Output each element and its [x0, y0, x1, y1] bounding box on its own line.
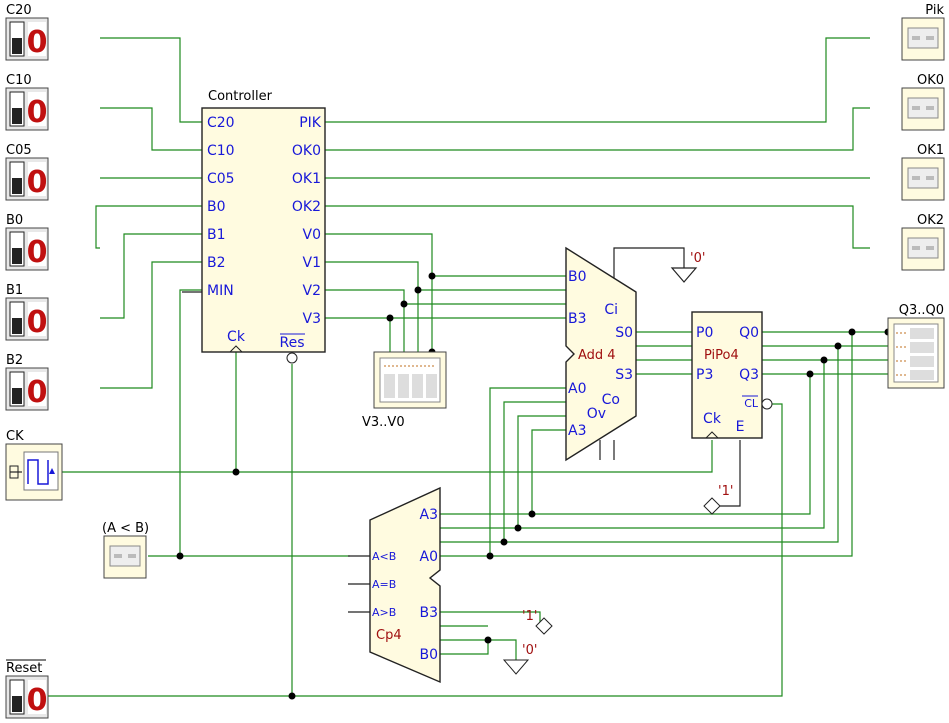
lamp-pik-label: Pik — [925, 3, 944, 18]
constant-one-comparator-label: '1' — [522, 609, 537, 624]
switch-b2-value: 0 — [27, 375, 48, 410]
comparator-pin-lt: A<B — [372, 550, 396, 563]
switch-b1-value: 0 — [27, 305, 48, 340]
clock-source[interactable]: CK — [5, 429, 63, 501]
adder-block: B0 B3 Ci S0 S3 Add 4 A0 A3 Co Ov — [565, 246, 637, 462]
adder-pin-s3: S3 — [615, 367, 633, 383]
adder-pin-ov: Ov — [587, 406, 606, 422]
constant-one-register: '1' — [703, 484, 733, 515]
controller-pin-pik: PIK — [299, 115, 322, 131]
controller-pin-ck: Ck — [227, 329, 246, 345]
display-v-bus: V3..V0 — [362, 351, 447, 430]
controller-pin-c10: C10 — [207, 143, 235, 159]
lamp-ok2-label: OK2 — [917, 213, 944, 228]
controller-block: Controller C20 C10 C05 B0 B1 B2 MIN PIK … — [201, 89, 326, 364]
register-pin-cl: CL — [744, 397, 759, 410]
controller-pin-v3: V3 — [303, 311, 321, 327]
constant-zero-adder: '0' — [690, 251, 705, 266]
adder-pin-a3: A3 — [568, 423, 586, 439]
register-pin-p0: P0 — [696, 325, 713, 341]
constant-zero-adder-label: '0' — [690, 251, 705, 266]
switch-b2[interactable]: B2 0 — [5, 353, 49, 411]
constant-one-register-label: '1' — [718, 484, 733, 499]
switch-c20[interactable]: C20 0 — [5, 3, 49, 61]
adder-pin-co: Co — [602, 392, 620, 408]
display-v-bus-label: V3..V0 — [362, 415, 405, 430]
register-pin-e: E — [736, 419, 745, 435]
lamp-ok0-label: OK0 — [917, 73, 944, 88]
wires — [48, 37, 890, 697]
controller-pin-v2: V2 — [303, 283, 321, 299]
lamp-pik: Pik — [901, 3, 945, 61]
register-pin-q3: Q3 — [739, 367, 759, 383]
comparator-block: A3 A0 A<B A=B A>B B3 B0 Cp4 — [369, 486, 441, 684]
lamp-ok2: OK2 — [901, 213, 945, 271]
switch-c20-value: 0 — [27, 25, 48, 60]
comparator-pin-gt: A>B — [372, 606, 396, 619]
controller-pin-v1: V1 — [303, 255, 321, 271]
comparator-pin-a3: A3 — [420, 507, 438, 523]
register-pin-ck: Ck — [703, 411, 722, 427]
lamp-a-lt-b: (A < B) — [102, 521, 149, 579]
display-q-bus: Q3..Q0 — [887, 303, 945, 389]
black-wires — [182, 247, 741, 613]
constant-one-comparator: '1' — [522, 609, 553, 635]
adder-pin-b0: B0 — [568, 269, 587, 285]
controller-pin-res: Res — [279, 335, 304, 351]
lamp-ok1: OK1 — [901, 143, 945, 201]
junction-dots — [176, 272, 892, 700]
controller-pin-c05: C05 — [207, 171, 235, 187]
adder-pin-a0: A0 — [568, 381, 586, 397]
adder-pin-s0: S0 — [615, 325, 633, 341]
clock-label: CK — [6, 429, 24, 444]
comparator-pin-b0: B0 — [419, 647, 438, 663]
adder-pin-ci: Ci — [604, 302, 618, 318]
switch-b1[interactable]: B1 0 — [5, 283, 49, 341]
comparator-pin-b3: B3 — [419, 605, 438, 621]
switch-b1-label: B1 — [6, 283, 23, 298]
adder-name: Add 4 — [578, 348, 616, 363]
controller-title: Controller — [208, 89, 273, 104]
controller-pin-b0: B0 — [207, 199, 226, 215]
constant-zero-comparator-label: '0' — [522, 643, 537, 658]
display-q-bus-label: Q3..Q0 — [899, 303, 944, 318]
adder-pin-b3: B3 — [568, 311, 587, 327]
switch-reset-value: 0 — [27, 683, 48, 718]
controller-pin-ok2: OK2 — [292, 199, 321, 215]
switch-b0-label: B0 — [6, 213, 23, 228]
constant-zero-comparator: '0' — [502, 643, 537, 675]
controller-pin-b2: B2 — [207, 255, 226, 271]
switch-reset[interactable]: Reset 0 — [5, 659, 49, 719]
controller-pin-b1: B1 — [207, 227, 226, 243]
reset-label: Reset — [6, 661, 42, 676]
register-name: PiPo4 — [704, 348, 739, 363]
controller-pin-ok0: OK0 — [292, 143, 321, 159]
switch-c20-label: C20 — [6, 3, 32, 18]
comparator-pin-a0: A0 — [420, 549, 438, 565]
switch-b0[interactable]: B0 0 — [5, 213, 49, 271]
register-pin-q0: Q0 — [739, 325, 759, 341]
switch-c05-label: C05 — [6, 143, 32, 158]
lamp-ok0: OK0 — [901, 73, 945, 131]
register-pin-p3: P3 — [696, 367, 713, 383]
controller-pin-v0: V0 — [303, 227, 321, 243]
register-block: P0 P3 Q0 Q3 PiPo4 CL Ck E — [691, 311, 773, 439]
comparator-pin-eq: A=B — [372, 578, 396, 591]
lamp-a-lt-b-label: (A < B) — [102, 521, 149, 536]
switch-c10-label: C10 — [6, 73, 32, 88]
controller-pin-min: MIN — [207, 283, 234, 299]
switch-c05-value: 0 — [27, 165, 48, 200]
comparator-name: Cp4 — [376, 628, 402, 643]
switch-c05[interactable]: C05 0 — [5, 143, 49, 201]
switch-b0-value: 0 — [27, 235, 48, 270]
switch-b2-label: B2 — [6, 353, 23, 368]
lamp-ok1-label: OK1 — [917, 143, 944, 158]
controller-pin-ok1: OK1 — [292, 171, 321, 187]
controller-pin-c20: C20 — [207, 115, 235, 131]
switch-c10[interactable]: C10 0 — [5, 73, 49, 131]
switch-c10-value: 0 — [27, 95, 48, 130]
